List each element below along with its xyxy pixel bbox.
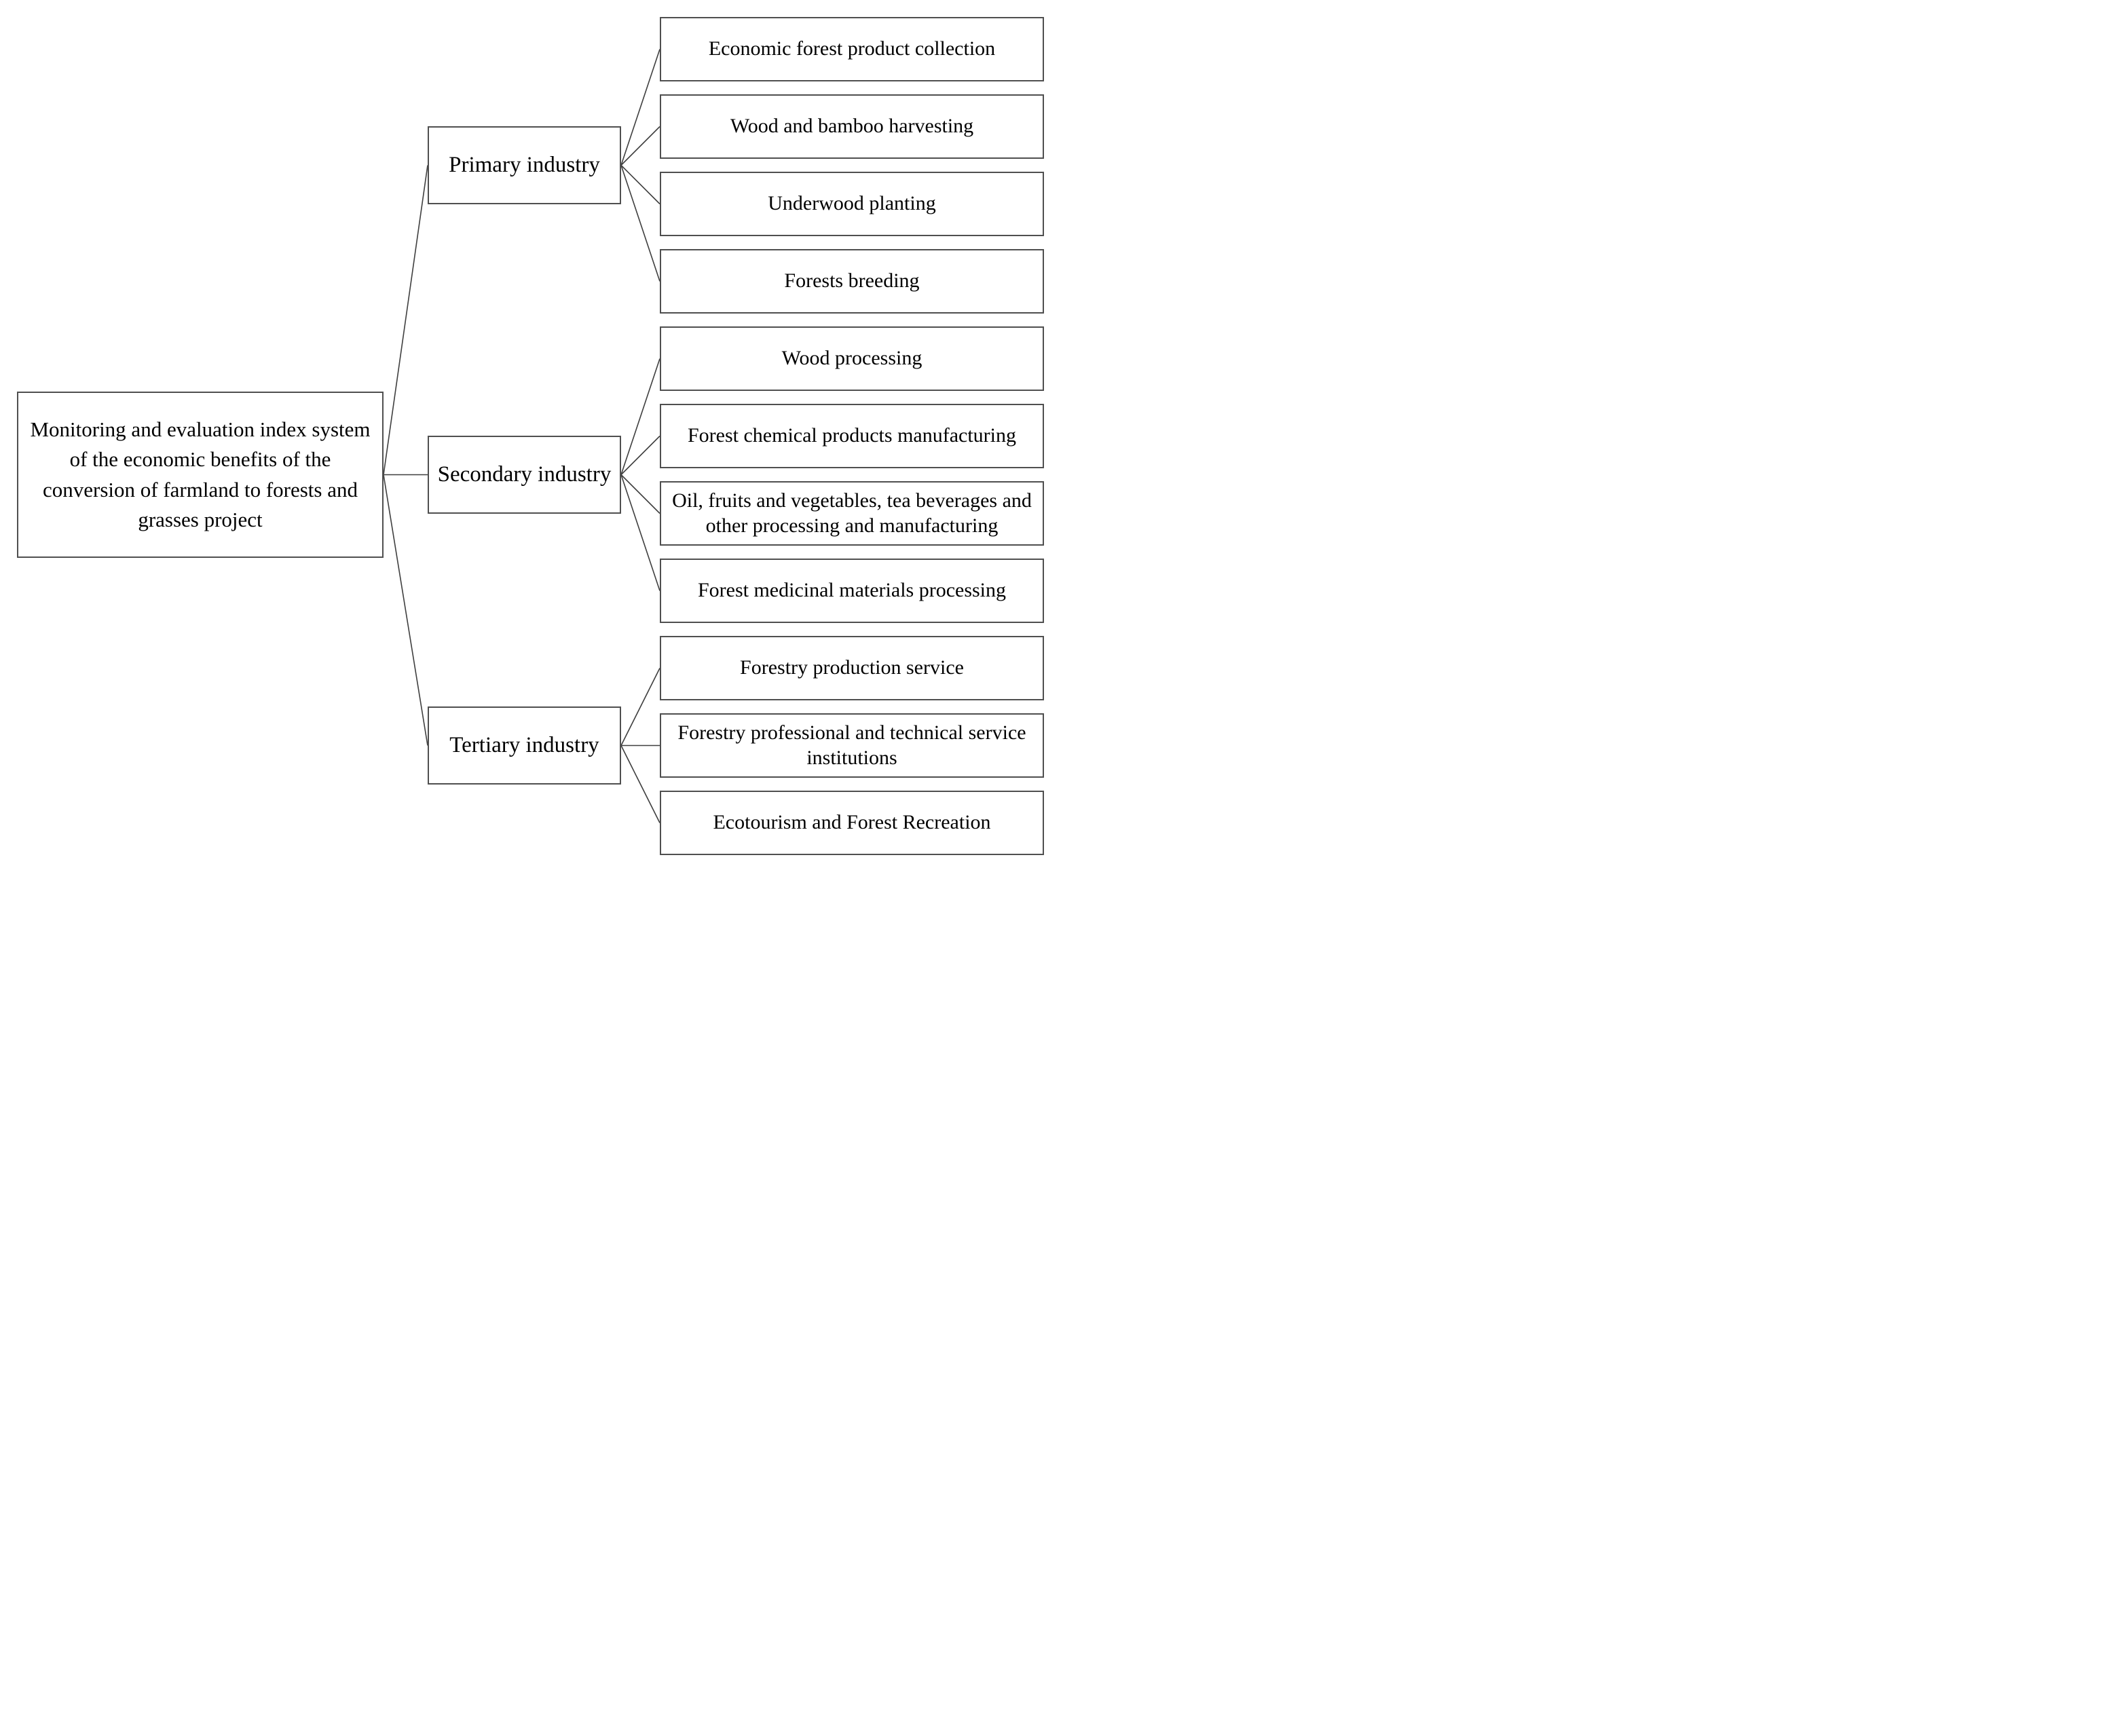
leaf-node-secondary-1: Forest chemical products manufacturing	[660, 404, 1044, 468]
connector-line	[620, 668, 660, 746]
connector-line	[620, 165, 660, 282]
leaf-node-secondary-3: Forest medicinal materials processing	[660, 559, 1044, 623]
connector-line	[620, 474, 660, 591]
connector-line	[620, 435, 660, 476]
leaf-node-tertiary-2: Ecotourism and Forest Recreation	[660, 791, 1044, 855]
industry-node-secondary: Secondary industry	[428, 436, 621, 514]
connector-line	[383, 474, 428, 746]
connector-line	[620, 126, 660, 166]
connector-line	[620, 358, 660, 475]
connector-line	[620, 745, 660, 823]
leaf-node-secondary-2: Oil, fruits and vegetables, tea beverage…	[660, 481, 1044, 546]
leaf-node-primary-0: Economic forest product collection	[660, 17, 1044, 81]
leaf-node-secondary-0: Wood processing	[660, 326, 1044, 391]
leaf-node-primary-3: Forests breeding	[660, 249, 1044, 314]
industry-node-tertiary: Tertiary industry	[428, 706, 621, 785]
leaf-node-primary-1: Wood and bamboo harvesting	[660, 94, 1044, 159]
leaf-node-tertiary-0: Forestry production service	[660, 636, 1044, 700]
org-chart-canvas: Monitoring and evaluation index system o…	[0, 0, 1054, 869]
industry-node-primary: Primary industry	[428, 126, 621, 204]
connector-line	[620, 474, 660, 514]
connector-line	[383, 165, 428, 475]
leaf-node-tertiary-1: Forestry professional and technical serv…	[660, 713, 1044, 778]
connector-line	[620, 164, 660, 205]
connector-line	[620, 49, 660, 166]
leaf-node-primary-2: Underwood planting	[660, 172, 1044, 236]
root-node: Monitoring and evaluation index system o…	[17, 392, 384, 558]
